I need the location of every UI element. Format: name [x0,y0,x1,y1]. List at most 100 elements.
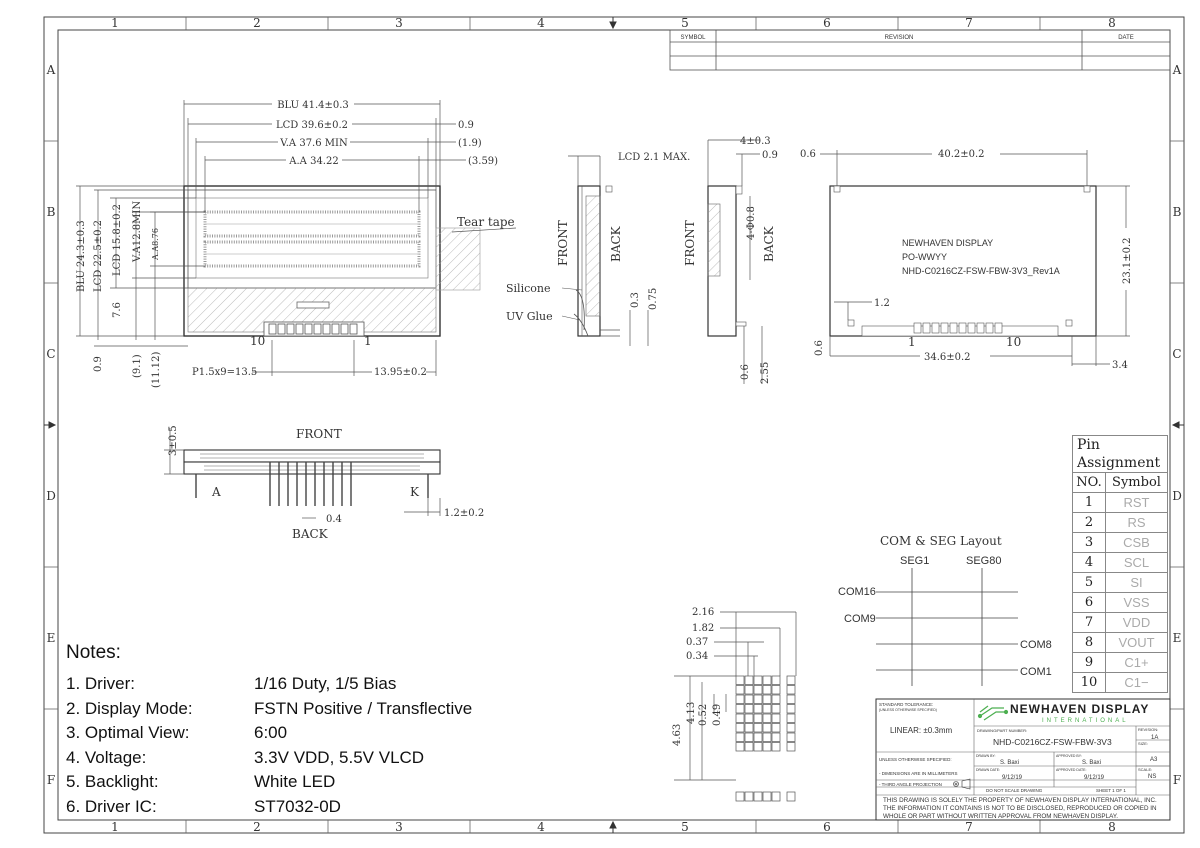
note-item: 1. Driver:1/16 Duty, 1/5 Bias [66,672,586,697]
pin-number: 7 [1072,612,1106,633]
fpc-pins [263,321,365,337]
inner-frame [57,29,1171,821]
col-label: 4 [537,16,545,30]
pixel-dot [762,685,772,695]
pixel-dot [762,742,772,752]
pin-symbol: C1+ [1105,652,1168,673]
tear-tape [435,227,481,291]
dim-0-4: 0.4 [326,514,342,525]
pin-symbol: CSB [1105,532,1168,553]
side2-back-label: BACK [762,225,776,262]
row-label: E [1173,631,1182,645]
pixel-dot [786,723,796,733]
col-label: 2 [253,820,261,834]
com8-label: COM8 [1020,639,1052,651]
note-value: FSTN Positive / Transflective [254,698,473,718]
pixel-dot [762,675,772,685]
top-view: 3±0.5 FRONT A K 0.4 1.2±0.2 BACK [164,425,484,541]
third-angle-note: - THIRD ANGLE PROJECTION [879,782,942,787]
pin-number: 6 [1072,592,1106,613]
note-label: 2. Display Mode: [66,698,193,718]
dim-40-2: 40.2±0.2 [938,149,985,160]
revision-value: 1A [1151,735,1158,741]
dim-va-width: V.A 37.6 MIN [279,138,348,149]
company-name: NEWHAVEN DISPLAY [1010,702,1149,716]
row-label: B [47,205,56,219]
revision-label: REVISION: [1138,727,1158,732]
row-label: E [47,631,56,645]
dim-blu-height: BLU 24.3±0.3 [76,220,87,292]
pin-1-label: 1 [364,334,372,348]
side-front-label: FRONT [556,220,570,266]
pixel-dot [744,675,754,685]
note-value: ST7032-0D [254,796,341,816]
note-value: White LED [254,772,336,792]
dim-pitch: P1.5x9=13.5 [192,367,257,378]
anode-label: A [211,485,221,499]
dimensions-note: - DIMENSIONS ARE IN MILLIMETERS [879,771,958,776]
pin-title-1: Pin [1072,435,1168,454]
side-view-2: 4±0.3 0.9 4-Φ0.8 FRONT BACK 0.6 2.55 [683,136,778,384]
cursor-dot [735,791,745,802]
pixel-dot [753,713,763,723]
cursor-dot [744,791,754,802]
dim-0-6-s2: 0.6 [740,364,751,380]
dim-4-63: 4.63 [672,724,683,746]
col-label: 5 [681,16,689,30]
pin-symbol: SI [1105,572,1168,593]
note-label: 4. Voltage: [66,747,147,767]
dim-lcd-width: LCD 39.6±0.2 [276,120,348,131]
pixel-dot [744,732,754,742]
pixel-dot [753,742,763,752]
revision-header: REVISION [885,35,914,41]
col-label: 3 [395,16,403,30]
dim-0-37: 0.37 [686,637,708,648]
dim-2-16: 2.16 [692,607,714,618]
drawn-date: 9/12/19 [1002,775,1023,781]
dim-4-13: 4.13 [686,702,697,724]
back-label-part: NHD-C0216CZ-FSW-FBW-3V3_Rev1A [902,266,1060,276]
note-value: 1/16 Duty, 1/5 Bias [254,674,397,693]
pin-col-symbol: Symbol [1105,472,1168,493]
disclaimer-line-1: THIS DRAWING IS SOLELY THE PROPERTY OF N… [883,797,1157,804]
pixel-dot [735,685,745,695]
pin-symbol: SCL [1105,552,1168,573]
pixel-dot [753,704,763,714]
notes-title: Notes: [66,642,121,663]
pin-number: 1 [1072,492,1106,513]
dim-0-49: 0.49 [712,704,723,726]
column-ticks [44,17,1184,833]
pixel-dot [762,704,772,714]
dim-0-9: 0.9 [458,120,474,131]
cursor-dot [786,791,796,802]
pixel-dot [771,742,781,752]
title-block: STANDARD TOLERANCE: (UNLESS OTHERWISE SP… [875,698,1171,821]
dim-3: 3±0.5 [168,425,179,456]
pixel-dot [753,732,763,742]
com9-label: COM9 [844,613,876,625]
row-label: C [46,347,55,361]
pixel-dot [786,694,796,704]
dim-4: 4±0.3 [740,136,771,147]
part-number: NHD-C0216CZ-FSW-FBW-3V3 [993,737,1112,747]
dim-11-12: (11.12) [151,351,162,388]
pixel-dot [786,713,796,723]
pixel-dot [762,694,772,704]
ic-pad [296,301,330,309]
note-item: 2. Display Mode: FSTN Positive / Transfle… [66,697,586,722]
dim-blu-width: BLU 41.4±0.3 [277,100,349,111]
cathode-label: K [410,485,420,499]
top-back-label: BACK [292,527,329,541]
dim-mount-holes: 4-Φ0.8 [746,206,757,240]
col-label: 7 [965,820,973,834]
pixel-dot [735,704,745,714]
note-label: 5. Backlight: [66,772,159,792]
pixel-dot [771,704,781,714]
col-label: 1 [111,16,119,30]
com1-label: COM1 [1020,666,1052,678]
note-label: 6. Driver IC: [66,796,157,816]
